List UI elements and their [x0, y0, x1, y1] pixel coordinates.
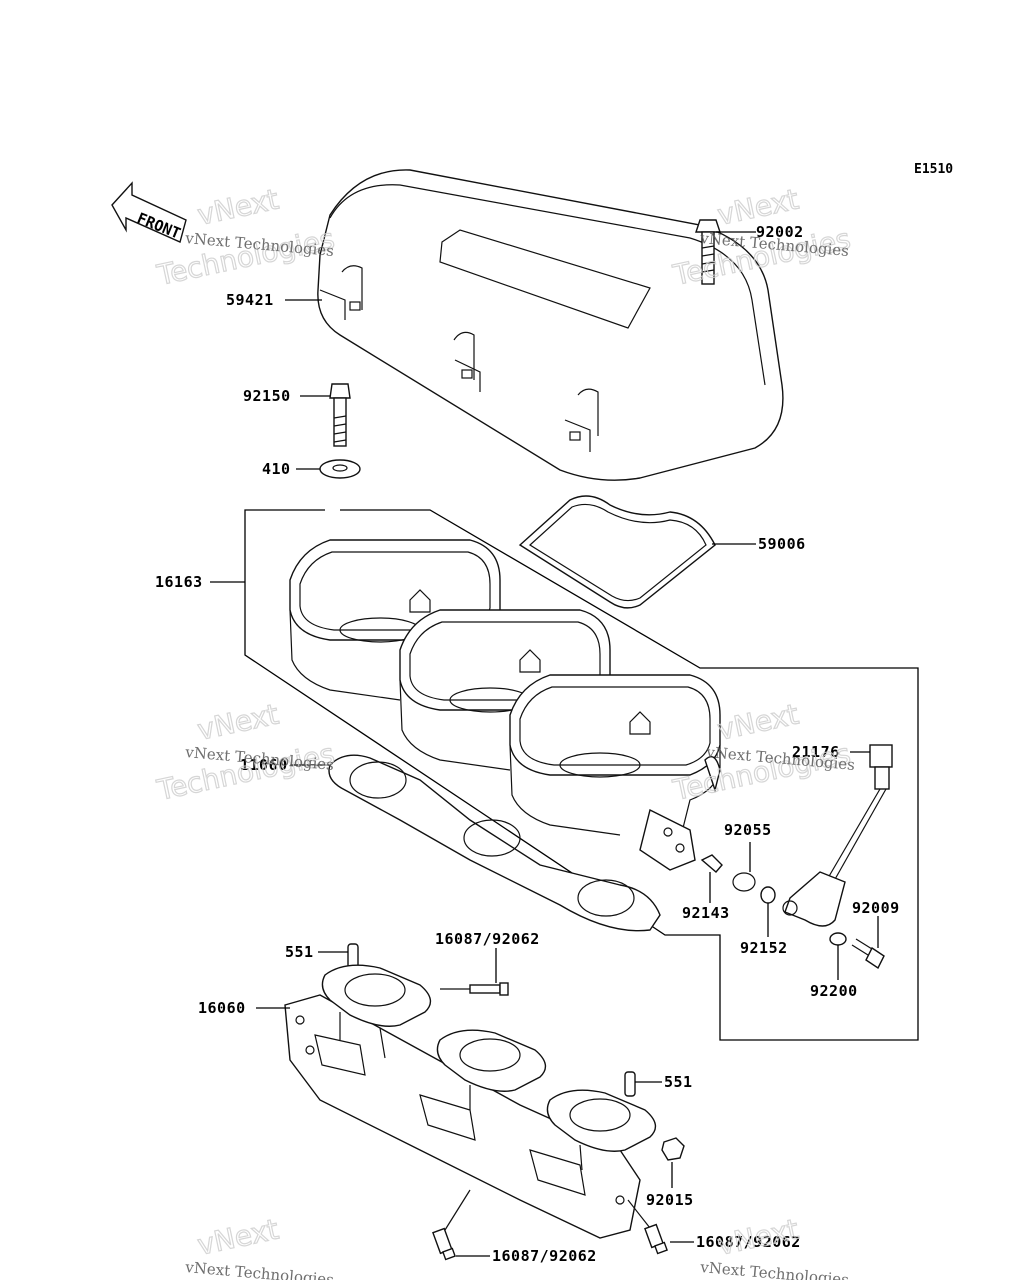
diagram-code: E1510 — [914, 162, 953, 177]
washer-410 — [319, 459, 361, 479]
sensor-21176 — [782, 744, 893, 927]
svg-text:vNext: vNext — [715, 1213, 802, 1262]
label-16163: 16163 — [155, 573, 203, 591]
gasket-59006 — [518, 495, 716, 609]
cylinder-head-cover-59421 — [317, 169, 784, 481]
front-arrow-icon: FRONT — [111, 181, 187, 243]
label-551-top: 551 — [285, 943, 314, 961]
label-92009: 92009 — [852, 899, 900, 917]
intake-manifold-16060 — [284, 964, 657, 1239]
label-92055: 92055 — [724, 821, 772, 839]
label-59421: 59421 — [226, 291, 274, 309]
throttle-body-assembly-16163 — [289, 539, 721, 871]
label-92015: 92015 — [646, 1191, 694, 1209]
svg-text:vNext Technologies: vNext Technologies — [184, 1258, 335, 1280]
sensor-16087-bottom-left — [432, 1189, 471, 1261]
svg-text:vNext: vNext — [715, 698, 802, 747]
label-410: 410 — [262, 460, 291, 478]
washer-92200 — [829, 932, 847, 946]
svg-text:vNext: vNext — [195, 698, 282, 747]
pin-551-bottom — [624, 1071, 636, 1097]
nut-92015 — [661, 1137, 685, 1161]
o-ring-92055 — [732, 872, 756, 892]
collar-92152 — [760, 886, 776, 904]
sensor-16087-bottom-right — [627, 1199, 668, 1255]
label-16087-top: 16087/92062 — [435, 930, 540, 948]
label-551-bottom: 551 — [664, 1073, 693, 1091]
sensor-16087-top — [440, 982, 509, 996]
bolt-92150 — [329, 383, 351, 447]
label-11060: 11060 — [240, 756, 288, 774]
label-59006: 59006 — [758, 535, 806, 553]
label-16060: 16060 — [198, 999, 246, 1017]
label-21176: 21176 — [792, 743, 840, 761]
label-92200: 92200 — [810, 982, 858, 1000]
gasket-11060 — [328, 754, 661, 932]
label-92002: 92002 — [756, 223, 804, 241]
bolt-92009 — [851, 938, 885, 970]
svg-text:vNext: vNext — [195, 183, 282, 232]
label-16087-bottom-left: 16087/92062 — [492, 1247, 597, 1265]
label-92150: 92150 — [243, 387, 291, 405]
label-92152: 92152 — [740, 939, 788, 957]
svg-text:vNext Technologies: vNext Technologies — [699, 1258, 850, 1280]
label-92143: 92143 — [682, 904, 730, 922]
svg-text:vNext: vNext — [195, 1213, 282, 1262]
pin-551-top — [347, 943, 359, 969]
clip-92143 — [700, 854, 723, 873]
label-16087-bottom-right: 16087/92062 — [696, 1233, 801, 1251]
